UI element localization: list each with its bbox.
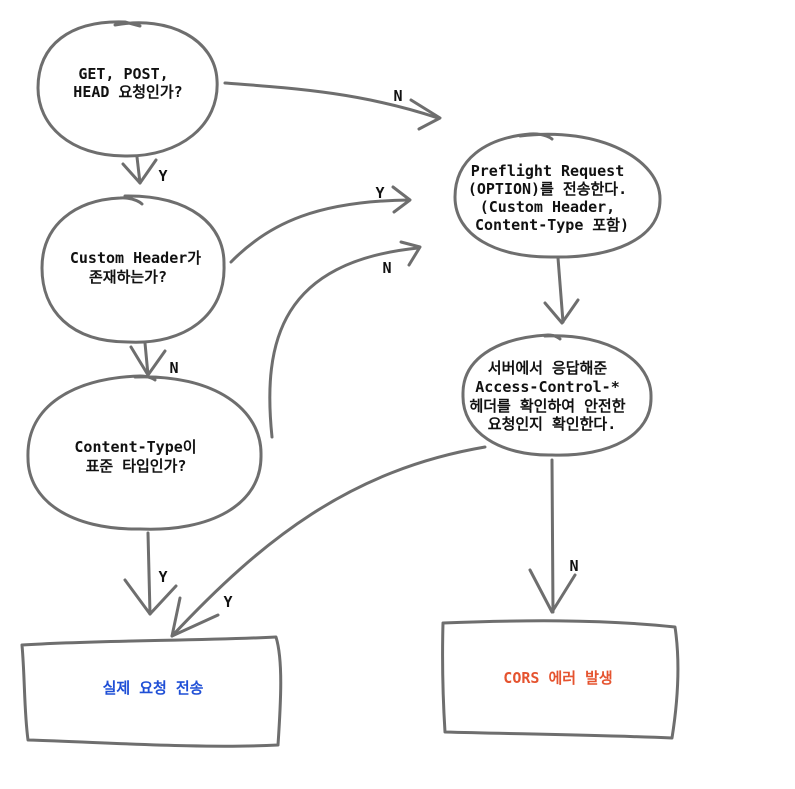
edge-shaft	[229, 198, 411, 264]
node-send-request-label: 실제 요청 전송	[103, 679, 204, 697]
node-server-check-label: 서버에서 응답해준 Access-Control-* 헤더를 확인하여 안전한 …	[469, 359, 634, 433]
node-content-type-label: Content-Type이 표준 타입인가?	[74, 438, 205, 475]
edge-method-to-preflight: N	[223, 81, 442, 131]
edge-shaft	[146, 531, 152, 616]
node-cors-error-label: CORS 에러 발생	[503, 669, 612, 687]
node-custom-header-line: 존재하는가?	[89, 268, 167, 286]
node-server-check-outline	[461, 333, 653, 457]
node-server-check-line: Access-Control-*	[475, 378, 620, 396]
node-content-type-outline	[26, 374, 263, 531]
edge-label: N	[393, 87, 402, 105]
edge-shaft	[223, 81, 440, 120]
node-method-line: HEAD 요청인가?	[73, 83, 182, 101]
edge-shaft	[170, 445, 487, 638]
node-preflight-line: (OPTION)를 전송한다.	[468, 180, 627, 198]
arrowhead-icon	[528, 568, 577, 614]
arrowhead-icon	[129, 345, 167, 377]
node-preflight-label: Preflight Request (OPTION)를 전송한다. (Custo…	[468, 162, 636, 234]
node-preflight: Preflight Request (OPTION)를 전송한다. (Custo…	[453, 132, 662, 259]
node-preflight-outline	[453, 132, 662, 259]
arrowhead-icon	[170, 596, 220, 638]
node-method-label: GET, POST, HEAD 요청인가?	[73, 65, 182, 101]
edge-label: Y	[375, 184, 384, 202]
node-server-check: 서버에서 응답해준 Access-Control-* 헤더를 확인하여 안전한 …	[461, 333, 653, 457]
arrowhead-icon	[391, 185, 412, 214]
node-send-request: 실제 요청 전송	[20, 635, 283, 748]
node-preflight-line: Content-Type 포함)	[475, 216, 629, 234]
node-server-check-line: 서버에서 응답해준	[488, 359, 608, 377]
node-preflight-line: Preflight Request	[471, 162, 625, 180]
node-method-line: GET, POST,	[78, 65, 168, 83]
edge-label: Y	[158, 167, 167, 185]
edge-label: Y	[223, 593, 232, 611]
node-cors-error: CORS 에러 발생	[441, 619, 680, 740]
node-custom-header-line: Custom Header가	[70, 249, 201, 267]
edge-custom-header-to-content-type: N	[129, 341, 179, 377]
node-preflight-line: (Custom Header,	[480, 198, 615, 216]
arrowhead-icon	[543, 298, 580, 325]
edge-shaft	[143, 341, 150, 377]
edge-shaft	[268, 246, 420, 439]
edge-shaft	[135, 155, 142, 185]
node-content-type-question: Content-Type이 표준 타입인가?	[26, 374, 263, 531]
edge-label: Y	[158, 568, 167, 586]
node-send-request-outline	[20, 635, 283, 748]
node-content-type-line: Content-Type이	[74, 438, 196, 456]
edge-content-type-to-send: Y	[123, 531, 178, 616]
edge-server-to-send: Y	[170, 445, 487, 638]
arrowhead-icon	[121, 158, 158, 185]
node-cors-error-outline	[441, 619, 680, 740]
arrowhead-icon	[123, 578, 178, 616]
node-custom-header-label: Custom Header가 존재하는가?	[70, 249, 210, 286]
arrowhead-icon	[399, 240, 422, 267]
edge-shaft	[556, 256, 565, 324]
node-custom-header-outline	[40, 194, 226, 344]
node-custom-header-question: Custom Header가 존재하는가?	[40, 194, 226, 344]
edge-server-to-cors-error: N	[528, 458, 579, 614]
edge-label: N	[169, 359, 178, 377]
edge-shaft	[550, 458, 555, 614]
edge-content-type-to-preflight: N	[268, 240, 422, 439]
node-server-check-line: 요청인지 확인한다.	[488, 415, 616, 433]
node-method-outline	[36, 20, 219, 158]
edge-custom-header-to-preflight: Y	[229, 184, 412, 264]
node-server-check-line: 헤더를 확인하여 안전한	[469, 397, 625, 415]
node-method-question: GET, POST, HEAD 요청인가?	[36, 20, 219, 158]
edge-preflight-to-server-check	[543, 256, 580, 325]
edge-label: N	[569, 557, 578, 575]
node-content-type-line: 표준 타입인가?	[86, 457, 187, 475]
edge-label: N	[382, 259, 391, 277]
edge-method-to-custom-header: Y	[121, 155, 168, 185]
arrowhead-icon	[409, 98, 442, 131]
